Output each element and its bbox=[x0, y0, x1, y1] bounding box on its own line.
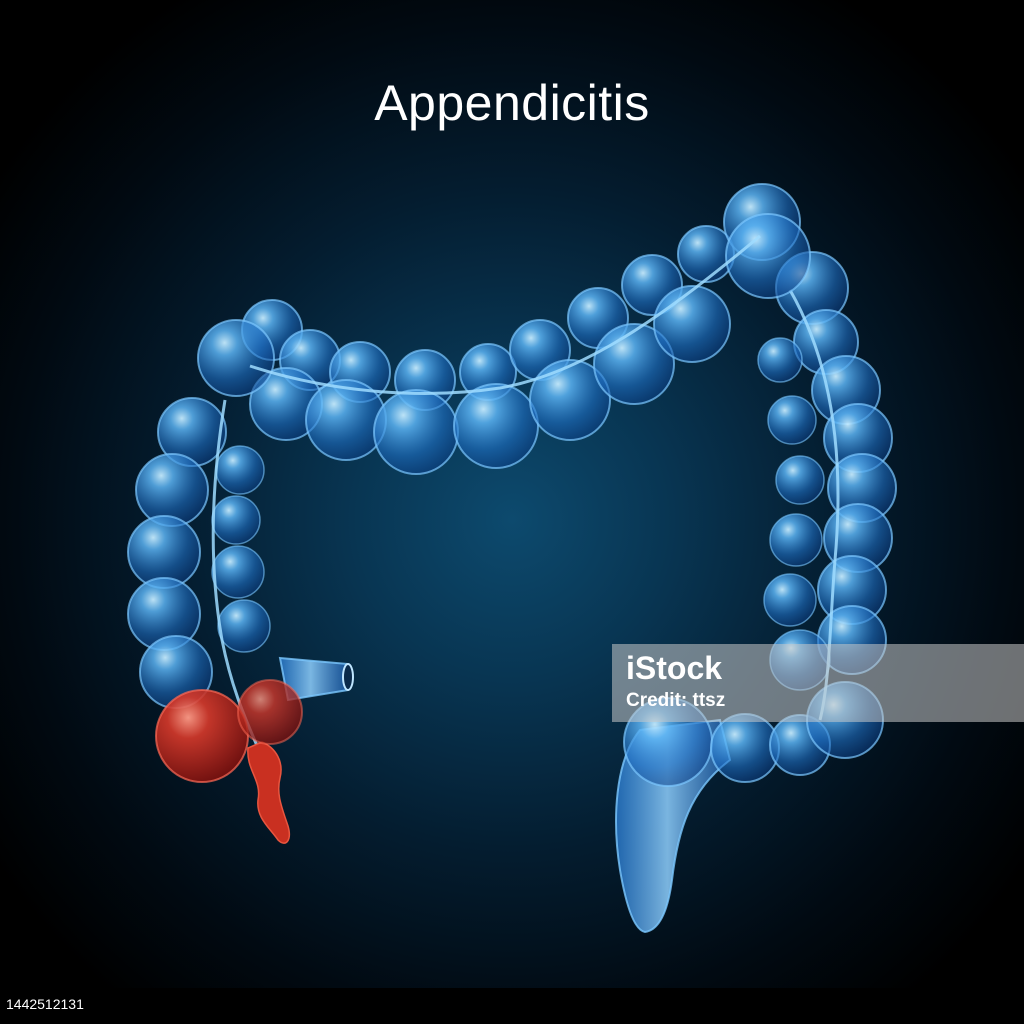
image-id: 1442512131 bbox=[6, 996, 84, 1012]
stock-logo: iStock bbox=[626, 650, 723, 686]
credit-label: Credit: ttsz bbox=[626, 690, 726, 711]
stock-watermark: iStock Credit: ttsz bbox=[612, 644, 1024, 722]
footer-bar: 1442512131 bbox=[0, 988, 1024, 1024]
ileum bbox=[278, 656, 354, 702]
ascending-colon bbox=[127, 397, 271, 749]
inflamed-appendix bbox=[155, 679, 303, 844]
page-title: Appendicitis bbox=[374, 75, 650, 131]
transverse-colon bbox=[197, 183, 811, 475]
